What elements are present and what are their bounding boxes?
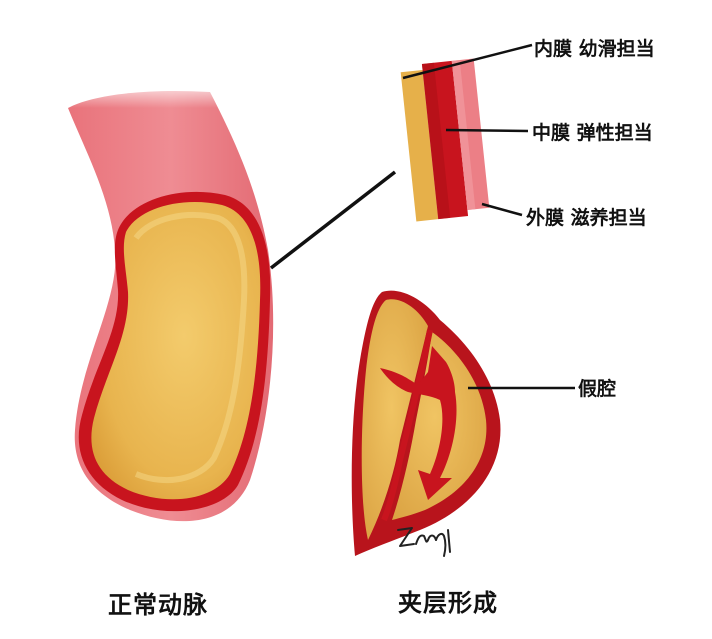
dissection-false-lumen [392, 332, 487, 520]
dissection-artery [351, 290, 501, 556]
caption-dissection: 夹层形成 [398, 589, 498, 617]
layer-intima [400, 69, 439, 222]
artery-connector-line [269, 170, 397, 270]
label-intima: 内膜 幼滑担当 [534, 38, 655, 60]
wall-layers-section [400, 58, 490, 222]
normal-artery [60, 78, 274, 522]
artery-lumen [91, 202, 261, 500]
dissection-flap [381, 329, 433, 522]
blood-flow-arrow [380, 346, 457, 500]
label-media: 中膜 弹性担当 [532, 122, 653, 144]
dissection-true-lumen [361, 299, 428, 540]
label-adventitia: 外膜 滋养担当 [526, 207, 647, 229]
leader-media [445, 128, 529, 133]
caption-normal-artery: 正常动脉 [108, 591, 208, 619]
leader-adventitia [481, 202, 523, 217]
label-false-lumen: 假腔 [578, 378, 617, 400]
artist-signature [397, 527, 451, 557]
leader-intima [402, 43, 533, 80]
